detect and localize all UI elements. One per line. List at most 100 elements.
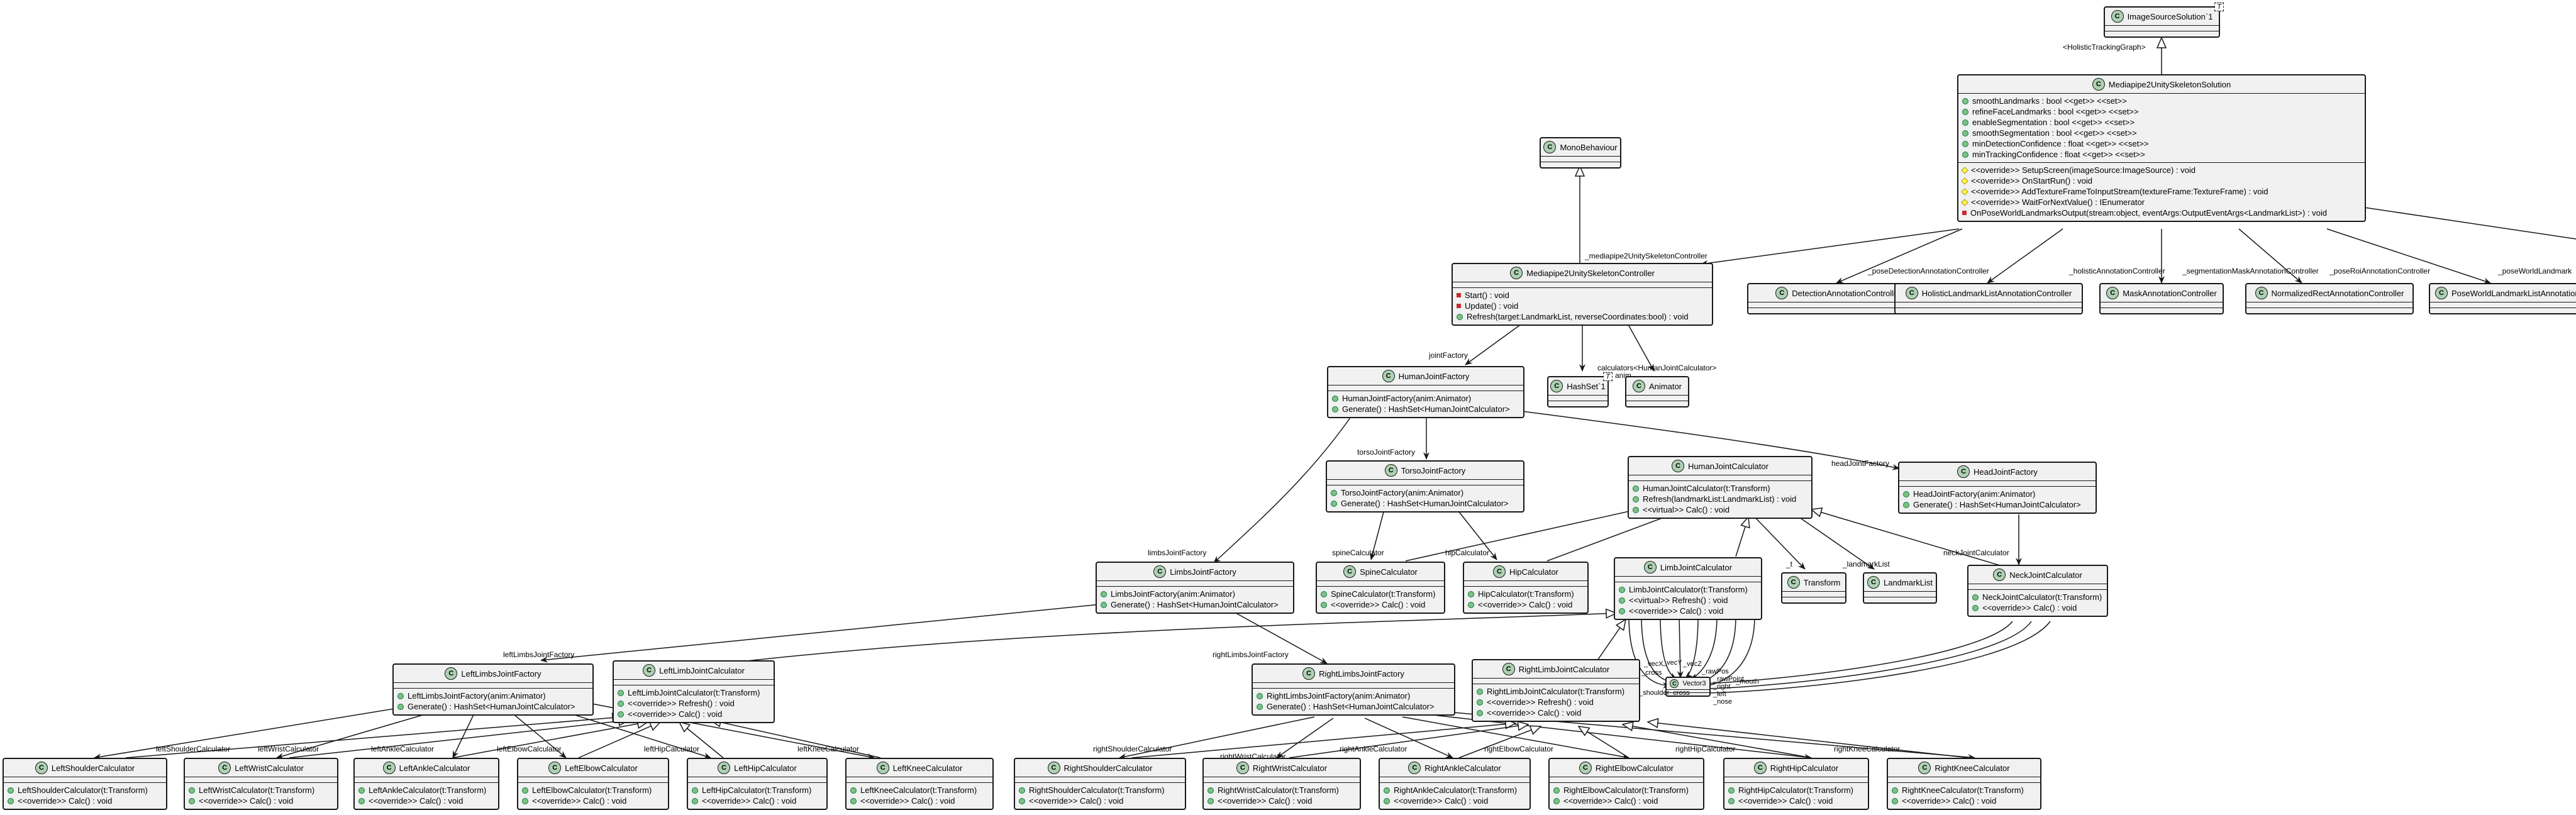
- edge-label-segmentation: _segmentationMaskAnnotationController: [2182, 267, 2319, 275]
- vector-label: _nose: [1713, 698, 1732, 706]
- class-icon: C: [1643, 561, 1657, 574]
- template-parameter: T: [1603, 372, 1613, 381]
- public-icon: [1619, 597, 1625, 604]
- public-icon: [189, 797, 195, 804]
- vector-link-1: [1628, 616, 1670, 689]
- edge-label-right-knee: rightKneeCalculator: [1834, 745, 1901, 753]
- vector-label: _vecX: [1644, 660, 1663, 668]
- inherit-limb: [1735, 517, 1748, 557]
- public-icon: [850, 787, 857, 794]
- edge-label-right-elbow: rightElbowCalculator: [1484, 745, 1554, 753]
- class-icon: C: [218, 762, 231, 774]
- public-icon: [1332, 406, 1338, 413]
- vector-label: _left: [1713, 690, 1726, 698]
- vector-link-10: [1701, 621, 2032, 692]
- class-icon: C: [2106, 287, 2119, 299]
- edge-label-left-ankle: leftAnkleCalculator: [371, 745, 435, 753]
- edge-label-right-limbs-factory: rightLimbsJointFactory: [1213, 650, 1289, 659]
- public-icon: [1321, 601, 1327, 608]
- class-icon: C: [1579, 762, 1592, 774]
- public-icon: [1477, 709, 1483, 716]
- public-icon: [1257, 692, 1263, 699]
- edge-label-hip: hipCalculator: [1445, 548, 1490, 557]
- edge-label-landmark-list: _landmarkList: [1843, 560, 1890, 568]
- edge-label-head-factory: headJointFactory: [1831, 459, 1890, 468]
- assoc-transform: [1754, 516, 1806, 570]
- private-icon: [1962, 211, 1967, 215]
- class-icon: C: [1502, 663, 1515, 675]
- edge-label-holistic: _holisticAnnotationController: [2069, 267, 2165, 275]
- edge-label-pose-roi: _poseRoiAnnotationController: [2329, 267, 2431, 275]
- edge-label-left-knee: leftKneeCalculator: [797, 745, 860, 753]
- inherit-right-shoulder: [1131, 723, 1516, 758]
- class-icon: C: [1787, 576, 1800, 589]
- class-icon: C: [1047, 762, 1060, 774]
- public-icon: [1101, 590, 1107, 597]
- class-icon: C: [1492, 565, 1506, 578]
- edge-label-right-ankle: rightAnkleCalculator: [1340, 745, 1407, 753]
- class-icon: C: [1918, 762, 1931, 774]
- assoc-offscreen: [2364, 207, 2576, 240]
- vector-link-9: [1701, 621, 2013, 687]
- protected-icon: [1961, 187, 1968, 196]
- assoc-nrect: [2238, 228, 2302, 284]
- class-icon: C: [643, 664, 656, 677]
- public-icon: [8, 787, 14, 794]
- class-icon: C: [876, 762, 889, 774]
- class-icon: C: [1670, 679, 1679, 688]
- public-icon: [1962, 140, 1968, 147]
- class-icon: C: [1153, 565, 1167, 578]
- public-icon: [1728, 797, 1735, 804]
- vector-link-4: [1677, 616, 1684, 679]
- class-icon: C: [1384, 464, 1397, 477]
- public-icon: [1468, 590, 1474, 597]
- assoc-right-elbow: [1402, 716, 1629, 760]
- public-icon: [1972, 604, 1979, 611]
- public-icon: [850, 797, 857, 804]
- class-pose-world-landmark-annotation-controller[interactable]: CPoseWorldLandmarkListAnnotationControll…: [2429, 283, 2576, 314]
- public-icon: [1019, 787, 1025, 794]
- public-icon: [1208, 787, 1214, 794]
- public-icon: [618, 689, 624, 696]
- public-icon: [358, 797, 365, 804]
- public-icon: [1019, 797, 1025, 804]
- assoc-head: [1521, 411, 1900, 470]
